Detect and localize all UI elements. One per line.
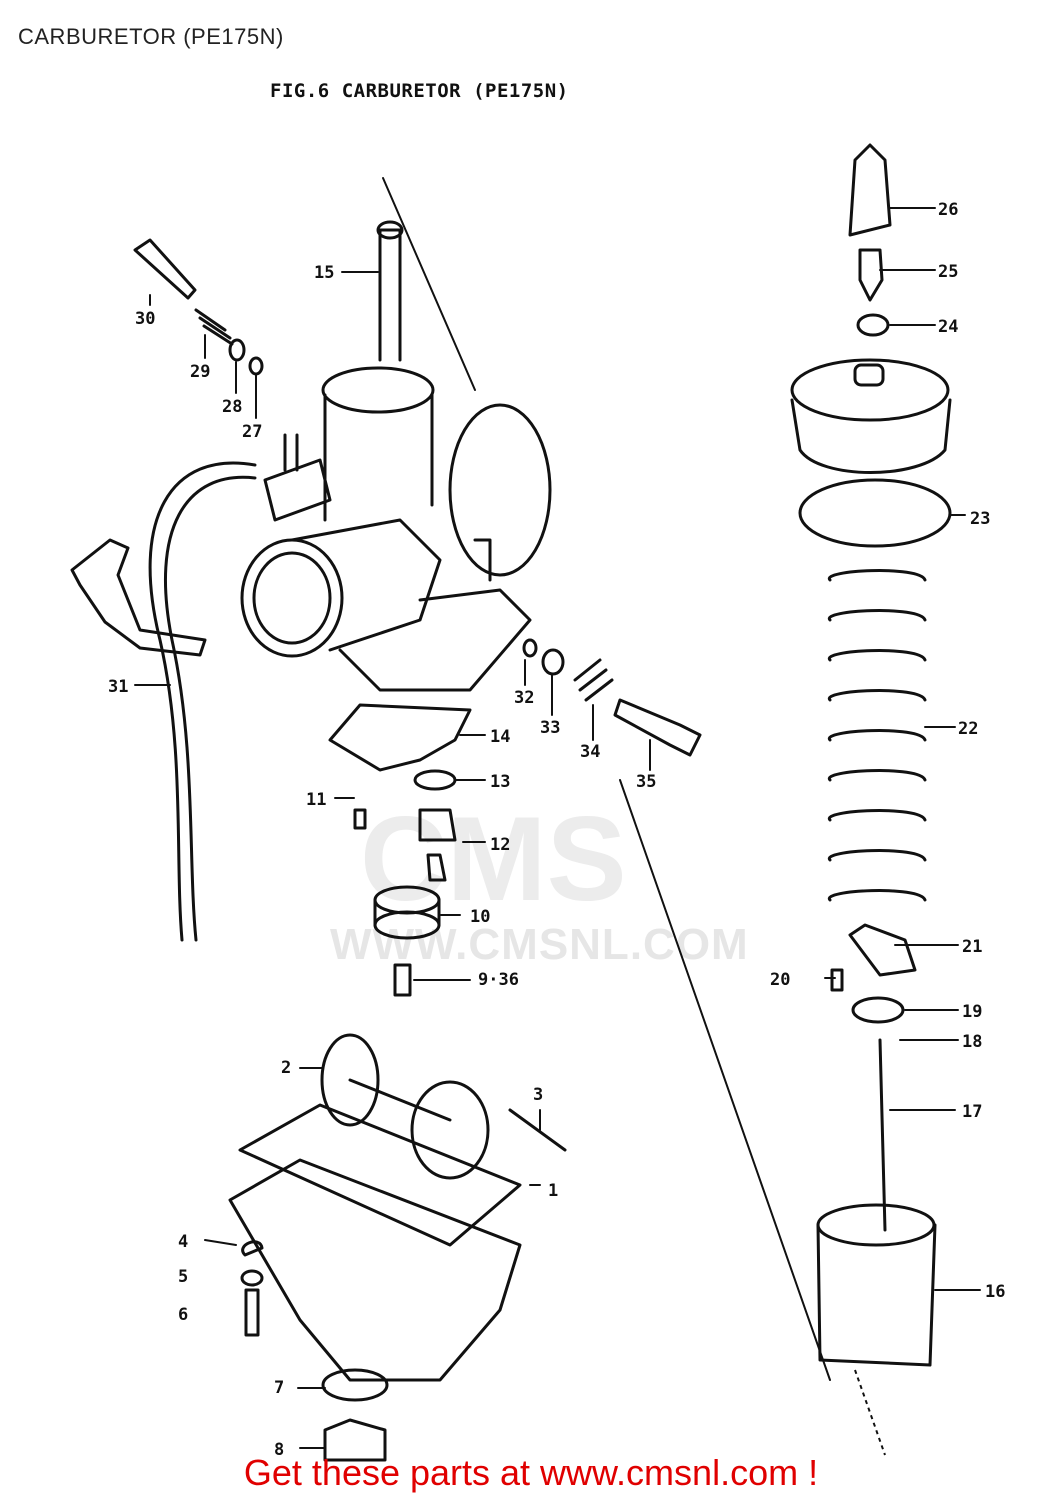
part-label-10: 10 [470, 907, 490, 927]
part-label-3: 3 [533, 1085, 543, 1105]
part-label-34: 34 [580, 742, 600, 762]
part-label-21: 21 [962, 937, 982, 957]
assembly-axis-1 [382, 177, 476, 391]
part-label-28: 28 [222, 397, 242, 417]
part-label-33: 33 [540, 718, 560, 738]
part-label-25: 25 [938, 262, 958, 282]
part-label-1: 1 [548, 1181, 558, 1201]
spring-34 [573, 658, 614, 702]
part-label-23: 23 [970, 509, 990, 529]
part-label-32: 32 [514, 688, 534, 708]
assembly-axis-3 [854, 1369, 886, 1456]
part-label-15: 15 [314, 263, 334, 283]
part-label-13: 13 [490, 772, 510, 792]
throttle-lever [70, 538, 207, 657]
part-label-14: 14 [490, 727, 510, 747]
air-screw [613, 698, 702, 757]
part-label-17: 17 [962, 1102, 982, 1122]
part-label-18: 18 [962, 1032, 982, 1052]
gasket-14 [328, 703, 472, 772]
assembly-axis-2 [619, 779, 831, 1381]
part-label-6: 6 [178, 1305, 188, 1325]
figure-name: CARBURETOR [341, 80, 462, 102]
throttle-stop-screw [133, 238, 197, 300]
part-label-24: 24 [938, 317, 958, 337]
part-label-8: 8 [274, 1440, 284, 1460]
part-label-7: 7 [274, 1378, 284, 1398]
footer-cta-link[interactable]: Get these parts at www.cmsnl.com ! [243, 1452, 819, 1493]
page-title: CARBURETOR (PE175N) [18, 24, 284, 49]
part-label-26: 26 [938, 200, 958, 220]
figure-model: (PE175N) [473, 80, 569, 102]
part-label-30: 30 [135, 309, 155, 329]
spring-29 [194, 308, 234, 346]
part-label-20: 20 [770, 970, 790, 990]
carburetor-body [240, 220, 552, 692]
part-label-27: 27 [242, 422, 262, 442]
part-label-29: 29 [190, 362, 210, 382]
part-label-2: 2 [281, 1058, 291, 1078]
float-bowl [228, 1033, 567, 1462]
figure-title: FIG.6 CARBURETOR (PE175N) [270, 80, 581, 102]
fuel-hose-inner [163, 475, 257, 942]
part-label-11: 11 [306, 790, 326, 810]
fuel-hose [148, 461, 257, 942]
watermark-logo: CMS [360, 792, 627, 926]
part-label-35: 35 [636, 772, 656, 792]
part-label-9-36: 9·36 [478, 970, 519, 990]
part-label-16: 16 [985, 1282, 1005, 1302]
part-label-22: 22 [958, 719, 978, 739]
figure-number: FIG.6 [270, 80, 330, 102]
part-label-4: 4 [178, 1232, 188, 1252]
part-label-31: 31 [108, 677, 128, 697]
slide-assembly [790, 143, 952, 1367]
part-label-12: 12 [490, 835, 510, 855]
part-label-19: 19 [962, 1002, 982, 1022]
part-label-5: 5 [178, 1267, 188, 1287]
